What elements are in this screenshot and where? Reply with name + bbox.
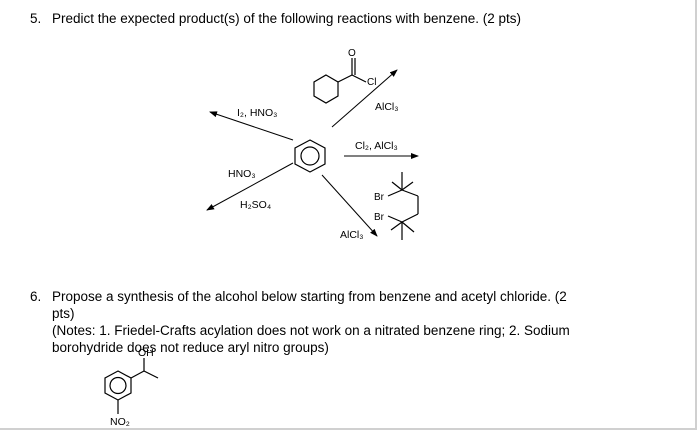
alkylation-arrow — [321, 174, 378, 237]
question-6-line-1: Propose a synthesis of the alcohol below… — [52, 289, 567, 321]
acyl-oxygen-label: O — [348, 48, 356, 59]
nitro-label: NO₂ — [110, 416, 130, 428]
chlorination-reagent: Cl₂, AlCl₃ — [355, 140, 398, 152]
hydroxyl-label: OH — [138, 347, 154, 359]
bromine-label-2: Br — [374, 212, 385, 223]
acyl-catalyst-label: AlCl₃ — [375, 101, 399, 113]
benzene-center — [294, 139, 326, 173]
nitration-arrow — [206, 162, 294, 211]
question-5-number: 5. — [30, 11, 42, 26]
question-6: 6. Propose a synthesis of the alcohol be… — [30, 288, 590, 356]
nitration-reagent-2: H₂SO₄ — [240, 199, 271, 211]
question-6-line-3: borohydride does not reduce aryl nitro g… — [52, 340, 329, 355]
acyl-chlorine-label: Cl — [367, 77, 376, 88]
dibromoalkane-structure — [387, 172, 419, 240]
target-alcohol-structure — [104, 358, 159, 414]
question-6-text: Propose a synthesis of the alcohol below… — [52, 288, 590, 356]
question-5: 5. Predict the expected product(s) of th… — [30, 10, 521, 27]
alkylation-catalyst-label: AlCl₃ — [340, 229, 364, 241]
question-5-text: Predict the expected product(s) of the f… — [52, 11, 521, 26]
question-6-line-2: (Notes: 1. Friedel-Crafts acylation does… — [52, 323, 570, 338]
cyclohexanecarbonyl-chloride — [313, 58, 367, 104]
bromine-label-1: Br — [374, 192, 385, 203]
nitration-reagent-1: HNO₃ — [228, 168, 256, 180]
question-6-number: 6. — [30, 289, 42, 304]
iodination-arrow — [209, 111, 294, 141]
acyl-arrow — [331, 69, 398, 128]
iodination-reagent: I₂, HNO₃ — [237, 107, 277, 119]
